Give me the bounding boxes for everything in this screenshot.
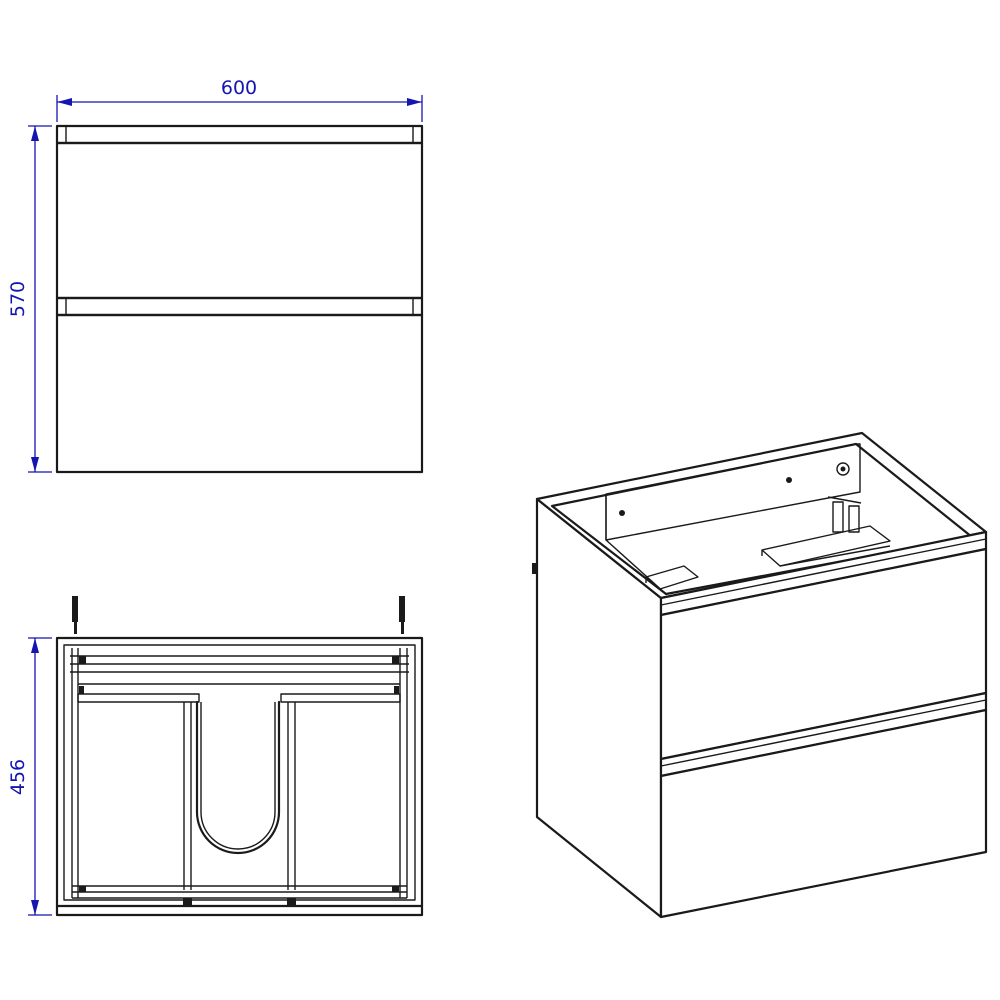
height-dimension xyxy=(28,125,52,473)
iso-side-knob xyxy=(532,563,537,574)
isometric-view xyxy=(532,431,988,919)
width-label: 600 xyxy=(221,77,257,99)
front-view xyxy=(55,124,424,474)
iso-drain-hole xyxy=(836,462,850,476)
iso-mount-hole-left xyxy=(619,510,625,516)
iso-lower-drawer-front xyxy=(659,708,988,919)
top-view xyxy=(55,596,424,917)
iso-inner-drawer-rails xyxy=(645,525,891,590)
plan-left-drawer-box xyxy=(77,693,200,890)
siphon-cutout xyxy=(195,700,281,855)
iso-hanging-bracket xyxy=(827,496,862,533)
front-middle-rail-left-cap xyxy=(56,297,67,316)
plan-right-drawer-box xyxy=(280,693,401,890)
front-middle-rail xyxy=(55,296,424,317)
width-dimension xyxy=(56,95,423,122)
height-label: 570 xyxy=(7,281,29,317)
plan-inner-carcass xyxy=(63,644,416,901)
front-top-rail-right-cap xyxy=(412,125,423,144)
depth-label: 456 xyxy=(7,759,29,795)
front-lower-drawer xyxy=(55,313,424,474)
right-wall-bracket xyxy=(399,596,405,634)
front-top-rail xyxy=(55,124,424,145)
front-upper-drawer xyxy=(55,141,424,300)
depth-dimension xyxy=(28,637,52,916)
left-wall-bracket xyxy=(72,596,78,634)
front-top-rail-left-cap xyxy=(56,125,67,144)
plan-outer-carcass xyxy=(55,636,424,917)
front-middle-rail-right-cap xyxy=(412,297,423,316)
iso-mount-hole-right xyxy=(786,477,792,483)
